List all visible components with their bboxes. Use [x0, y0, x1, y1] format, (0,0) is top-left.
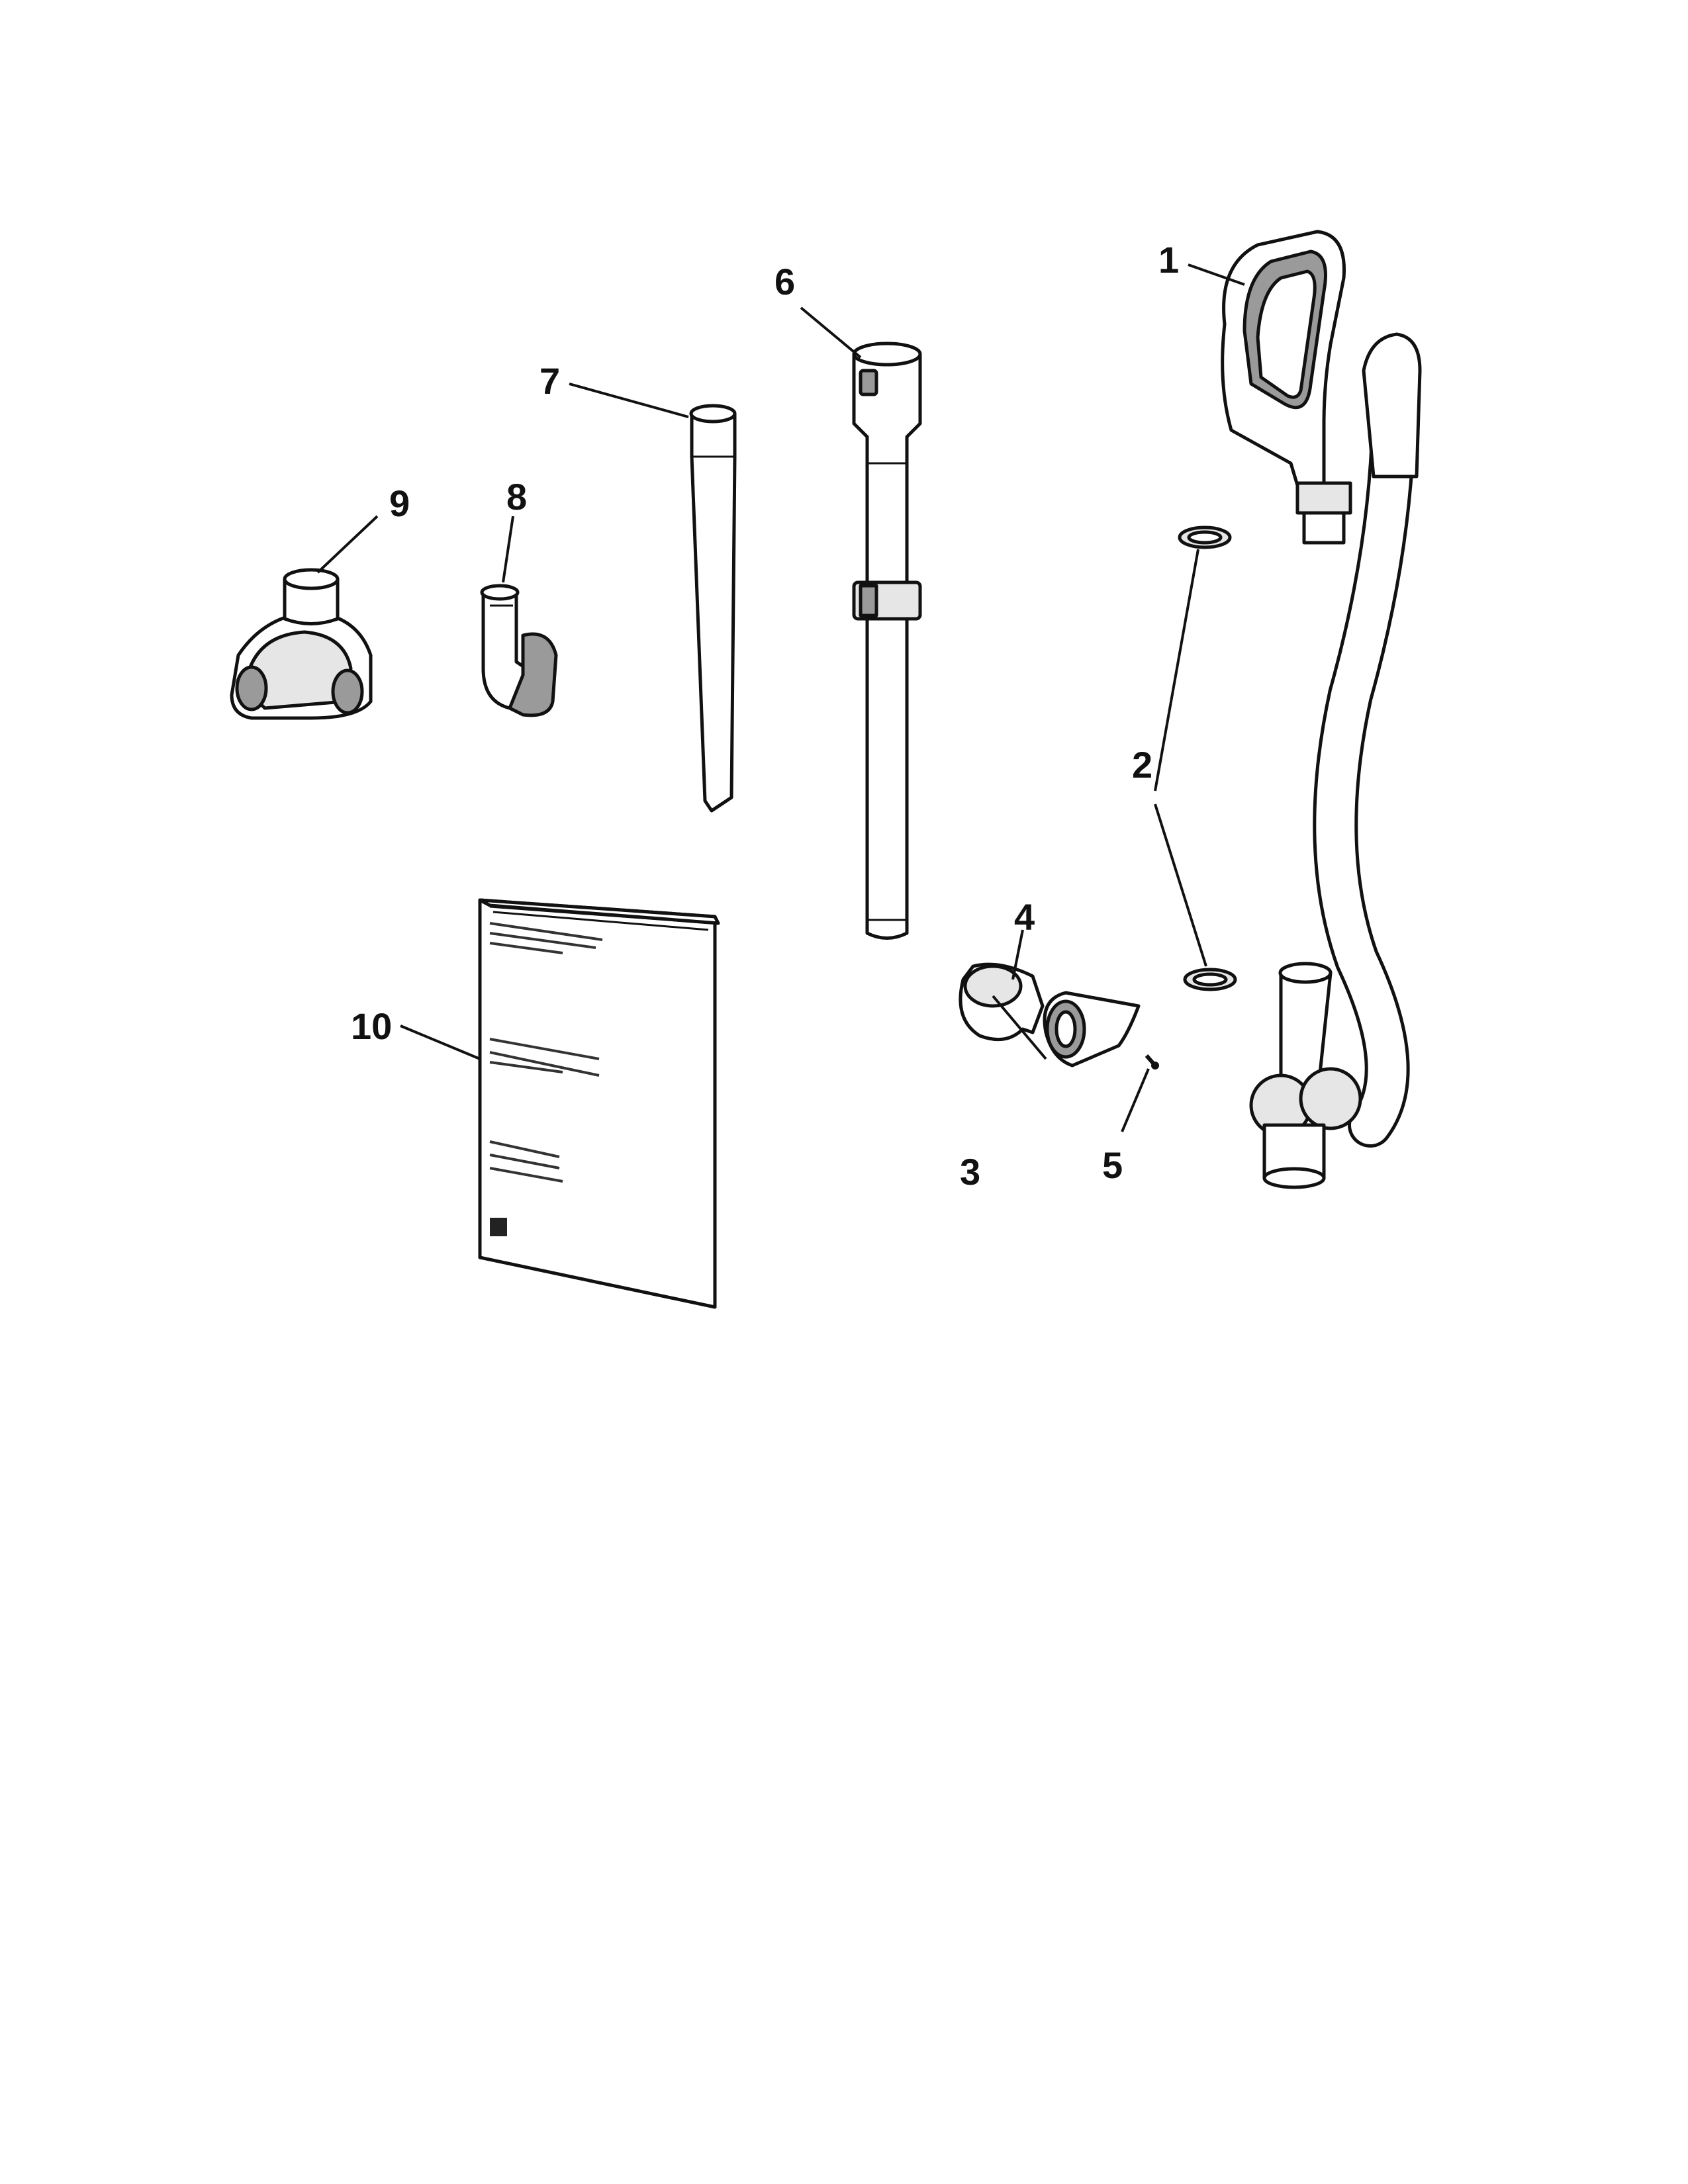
manual-logo-icon [490, 1218, 507, 1236]
callout-1: 1 [1158, 239, 1179, 281]
callout-10: 10 [351, 1005, 392, 1047]
part-1-hose-assembly [1221, 230, 1422, 1189]
part-9-turbo-brush [230, 568, 373, 720]
part-4-collar [959, 962, 1045, 1042]
callout-3: 3 [960, 1151, 980, 1193]
callout-4: 4 [1014, 896, 1035, 938]
leader-lines [316, 263, 1245, 1132]
callout-6: 6 [774, 261, 795, 302]
part-3-hose-end [1043, 991, 1141, 1068]
manual-text-lines [489, 922, 603, 1183]
callout-9: 9 [389, 482, 410, 524]
part-5-screw [1145, 1054, 1159, 1069]
callout-2: 2 [1132, 744, 1152, 786]
part-2-o-rings [1178, 525, 1237, 991]
callout-labels: 1 2 3 4 5 6 7 8 9 10 [351, 239, 1179, 1193]
part-6-extension-wand [852, 341, 922, 940]
part-8-dusting-brush [480, 584, 558, 717]
callout-5: 5 [1102, 1144, 1123, 1186]
part-10-owners-manual [478, 898, 720, 1309]
callout-7: 7 [539, 360, 560, 402]
part-7-crevice-tool [689, 404, 737, 813]
callout-8: 8 [506, 476, 527, 518]
